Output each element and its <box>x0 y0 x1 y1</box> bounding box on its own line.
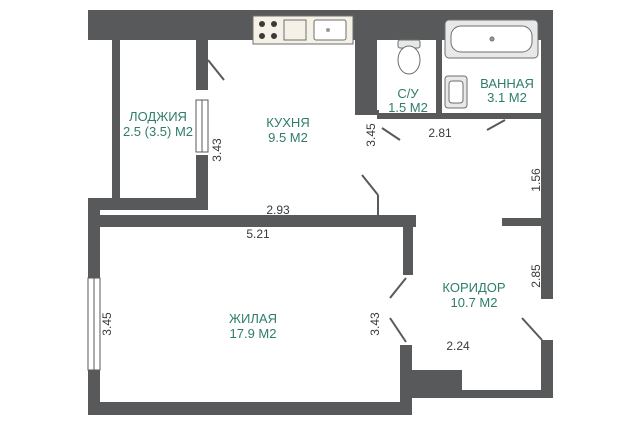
bath-area: 3.1 М2 <box>487 90 527 105</box>
right-wall-lower <box>541 340 553 398</box>
entrance-door <box>521 317 543 341</box>
dim-bath-width: 2.81 <box>428 126 452 140</box>
wc-bath-wall <box>436 40 442 115</box>
loggia-name: ЛОДЖИЯ <box>129 109 187 124</box>
walls <box>88 10 553 415</box>
living-door-upper <box>389 277 407 299</box>
dim-living-width: 5.21 <box>246 227 270 241</box>
living-right-wall-upper <box>403 227 413 275</box>
right-wall-upper <box>541 10 553 125</box>
loggia-door <box>207 59 225 81</box>
kitchen-area: 9.5 М2 <box>268 130 308 145</box>
corridor-area: 10.7 М2 <box>451 295 498 310</box>
bath-door <box>486 119 506 131</box>
kitchen-name: КУХНЯ <box>266 115 309 130</box>
room-labels: ЛОДЖИЯ 2.5 (3.5) М2 КУХНЯ 9.5 М2 С/У 1.5… <box>123 76 534 341</box>
loggia-kitchen-wall-upper <box>196 40 208 90</box>
dim-kitchen-width: 2.93 <box>266 203 290 217</box>
loggia-area: 2.5 (3.5) М2 <box>123 124 193 139</box>
dim-living-left: 3.45 <box>100 312 114 336</box>
toilet-icon <box>397 39 421 75</box>
doors <box>207 59 543 343</box>
loggia-top-corner <box>88 10 118 40</box>
wc-area: 1.5 М2 <box>388 100 428 115</box>
living-name: ЖИЛАЯ <box>229 311 277 326</box>
right-wall-middle <box>541 125 553 218</box>
stove-icon <box>259 19 307 41</box>
bottom-wall-living <box>88 402 410 415</box>
wc-name: С/У <box>397 86 419 101</box>
loggia-left-wall <box>112 40 120 200</box>
kitchen-door <box>361 174 379 196</box>
dimension-labels: 3.43 2.93 3.45 2.81 1.56 5.21 3.45 3.43 … <box>100 123 543 353</box>
dim-corridor-lower: 2.85 <box>529 264 543 288</box>
living-door-lower <box>389 317 407 343</box>
sink-icon <box>313 19 347 41</box>
right-wall-corridor <box>541 222 553 299</box>
wc-door <box>381 127 401 141</box>
bottom-wall-corridor <box>410 390 553 398</box>
window-icon <box>87 99 209 371</box>
wet-rooms-bottom-wall <box>377 113 542 119</box>
dim-corridor-upper: 1.56 <box>529 168 543 192</box>
dim-kitchen-wall: 3.45 <box>364 123 378 147</box>
bath-name: ВАННАЯ <box>480 76 534 91</box>
corridor-name: КОРИДОР <box>442 280 505 295</box>
dim-living-right: 3.43 <box>368 312 382 336</box>
living-right-wall-lower <box>400 345 412 415</box>
living-area: 17.9 М2 <box>230 326 277 341</box>
bathtub-icon <box>444 19 539 59</box>
kitchen-wc-wall <box>355 10 377 115</box>
dim-corridor-width: 2.24 <box>446 339 470 353</box>
wall-segment <box>380 215 416 227</box>
kitchen-counter <box>252 15 354 45</box>
wall-stub <box>375 110 379 115</box>
loggia-bottom-wall <box>88 198 208 210</box>
kitchen-living-wall <box>96 215 416 227</box>
washbasin-icon <box>444 75 468 109</box>
dim-loggia-height: 3.43 <box>210 138 224 162</box>
corridor-partition <box>502 218 553 226</box>
loggia-kitchen-wall-lower <box>196 155 208 210</box>
